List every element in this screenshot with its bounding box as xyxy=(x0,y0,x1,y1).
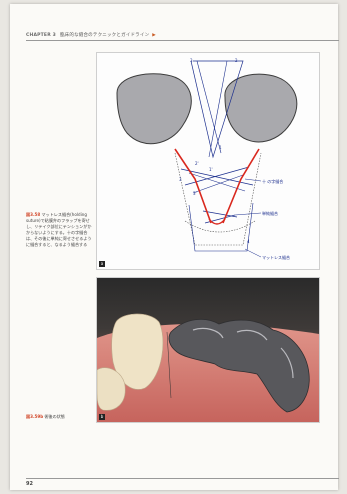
caption-figure-a: 図3.58 マットレス縫合(holding suture)で粘膜弁のフラップを寄… xyxy=(26,212,92,247)
footer-rule xyxy=(26,478,339,479)
clinical-photo-svg xyxy=(97,278,319,422)
caption-b-text: 術後の状態 xyxy=(44,414,64,419)
callout-mattress xyxy=(245,249,261,257)
cross-suture-4 xyxy=(193,175,243,193)
suture-diagram-svg: 3 2 1 1' 2' 3' 3 4 十 の字縫合 単純縫合 マットレス縫合 xyxy=(97,53,319,269)
num-2-top: 2 xyxy=(235,58,238,63)
page-number: 92 xyxy=(26,481,33,487)
figure-a-suture-diagram: 3 2 1 1' 2' 3' 3 4 十 の字縫合 単純縫合 マットレス縫合 a xyxy=(96,52,320,270)
num-4: 4 xyxy=(247,239,250,244)
chapter-title: 臨床的な縫合のテクニックとガイドライン xyxy=(60,33,149,38)
callout-interrupted xyxy=(235,213,261,215)
caption-figure-b: 図3.59b 術後の状態 xyxy=(26,414,92,420)
num-1: 1 xyxy=(219,145,222,150)
header-rule xyxy=(26,40,339,41)
label-mattress-suture: マットレス縫合 xyxy=(262,254,290,260)
running-header: CHAPTER 3 臨床的な縫合のテクニックとガイドライン▶ xyxy=(26,32,156,38)
caption-b-label: 図3.59b xyxy=(26,414,43,419)
caption-a-label: 図3.58 xyxy=(26,212,40,217)
caption-a-text: マットレス縫合(holding suture)で粘膜弁のフラップを寄せし、リテイ… xyxy=(26,212,92,247)
num-3-top: 3 xyxy=(190,58,193,63)
figure-b-clinical-photo: b xyxy=(96,277,320,423)
incision-left xyxy=(175,149,211,223)
incision-right xyxy=(223,149,259,223)
chapter-label: CHAPTER 3 xyxy=(26,33,56,38)
label-cross-suture: 十 の字縫合 xyxy=(262,178,283,184)
header-marker-icon: ▶ xyxy=(152,33,156,38)
num-3p: 3' xyxy=(193,191,197,196)
num-1p: 1' xyxy=(209,167,213,172)
figure-a-tag: a xyxy=(99,261,105,267)
num-2p: 2' xyxy=(195,161,199,166)
label-interrupted-suture: 単純縫合 xyxy=(262,210,278,216)
left-tooth-shape xyxy=(117,74,191,144)
figure-b-tag: b xyxy=(99,414,105,420)
num-3-side: 3 xyxy=(179,177,182,182)
callout-cross xyxy=(245,179,261,181)
